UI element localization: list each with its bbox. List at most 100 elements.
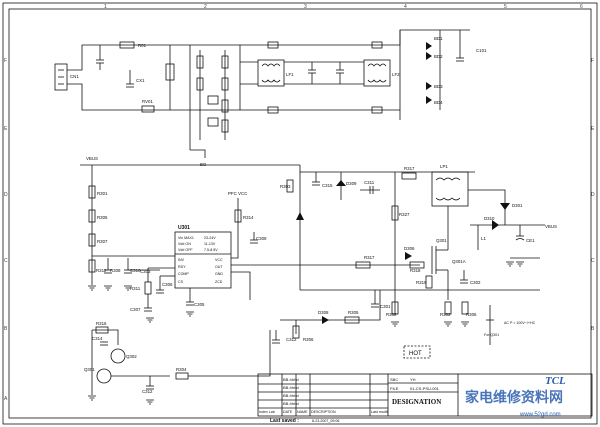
- ref-r308: R308: [110, 268, 121, 273]
- row-label: D: [4, 192, 8, 198]
- ref-r303: R303: [280, 184, 291, 189]
- ref-c311: C311: [364, 180, 375, 185]
- ref-r314: R314: [243, 215, 254, 220]
- col-label: 3: [304, 4, 307, 10]
- ground-symbol: [88, 285, 96, 291]
- tb-row: BB-hhhd: [283, 377, 299, 382]
- transistor-q301: [96, 368, 112, 384]
- pin-out: OUT: [215, 265, 223, 269]
- pfc-ic-u301: [174, 231, 232, 289]
- row-label: F: [4, 58, 7, 64]
- ref-q301a: Q301: [436, 238, 447, 243]
- emi-filter-section: CN1 R01 CX1 RV01 BO LF1: [54, 29, 487, 167]
- ac-connector: [54, 63, 68, 91]
- ref-q-note: For Q301: [484, 333, 499, 337]
- ref-ce1: CE1: [526, 238, 535, 243]
- choke-lf1: [257, 59, 285, 87]
- bridge-diode: [426, 52, 432, 60]
- resistor-r301: [88, 185, 96, 199]
- watermark-url: www.52gd.com: [519, 412, 561, 418]
- ref-lf1: LF1: [286, 72, 294, 77]
- col-label: 1: [104, 4, 107, 10]
- pin-gnd: GND: [215, 272, 223, 276]
- pfc-power-stage: R303 C315 D309 C311 R317 R327 LP1 D301 D…: [272, 164, 557, 345]
- tb-hdr-last: Last modif: [371, 410, 388, 414]
- tb-row: BB-hhhd: [283, 385, 299, 390]
- hot-zone-marker: [403, 345, 431, 359]
- ref-c315: C315: [322, 183, 333, 188]
- col-label: 2: [204, 4, 207, 10]
- ref-r306: R306: [303, 337, 314, 342]
- ref-r317b: R317: [364, 255, 375, 260]
- ref-c309: C309: [256, 236, 267, 241]
- ref-d309: D309: [346, 181, 357, 186]
- row-label: C: [591, 258, 595, 264]
- ref-r1: R01: [138, 43, 147, 48]
- sheet-inner-border: [8, 8, 592, 419]
- tb-sbc-label: SBC: [390, 377, 398, 382]
- ref-r302b: R302: [440, 312, 451, 317]
- ref-bd4: BD4: [434, 100, 443, 105]
- ref-u301: U301: [178, 225, 190, 231]
- pin-cs: CS: [178, 280, 184, 284]
- ref-r302: R302: [386, 312, 397, 317]
- ref-d310: D310: [484, 216, 495, 221]
- tb-sbc-value: YH: [410, 377, 416, 382]
- spec-l2: Vdd ON: [178, 242, 191, 246]
- bridge-diode: [426, 82, 432, 90]
- row-label: A: [4, 396, 8, 402]
- ref-bd2: BD2: [434, 54, 443, 59]
- ref-d306: D306: [404, 246, 415, 251]
- ref-r319: R319: [416, 280, 427, 285]
- title-block: BB-hhhd BB-hhhd BB-hhhd BB-hhhd Index La…: [257, 373, 593, 417]
- row-label: E: [4, 126, 8, 132]
- tb-hdr-name: NAME: [297, 410, 308, 414]
- row-label: F: [591, 58, 594, 64]
- tb-row: BB-hhhd: [283, 393, 299, 398]
- row-label: D: [591, 192, 595, 198]
- ref-c303: C303: [140, 269, 151, 274]
- row-label: B: [591, 326, 595, 332]
- ref-vbus-right: VBUS: [545, 224, 557, 229]
- col-label: 4: [404, 4, 407, 10]
- tb-hdr-desc: DESCRIPTION: [311, 410, 336, 414]
- ref-c301: C301: [380, 304, 391, 309]
- ref-r316: R316: [96, 321, 107, 326]
- ref-r318: R318: [410, 268, 421, 273]
- diode-d308: [322, 316, 329, 324]
- row-label: B: [4, 326, 8, 332]
- ref-bd3: BD3: [434, 84, 443, 89]
- ref-c101: C101: [476, 48, 487, 53]
- choke-lf2: [363, 59, 391, 87]
- tcl-logo: TCL: [545, 375, 566, 387]
- pfc-controller-section: VBUS R301 R305 R307 R312 R308 C310 U301 …: [80, 156, 380, 405]
- ref-r317: R317: [404, 166, 415, 171]
- ref-c314: C314: [92, 336, 103, 341]
- thermistor: [141, 105, 155, 113]
- ref-r311: R311: [130, 286, 141, 291]
- ref-cn: CN1: [70, 74, 79, 79]
- ref-r307: R307: [97, 239, 108, 244]
- ref-c307: C307: [130, 307, 141, 312]
- ref-cx: CX1: [136, 78, 145, 83]
- col-label: 6: [580, 4, 583, 10]
- ref-lf2: LF2: [392, 72, 400, 77]
- spec-v3: 7.5-8.5V: [204, 248, 218, 252]
- ref-r305: R305: [97, 215, 108, 220]
- ref-c312b: C312: [286, 337, 297, 342]
- tb-row: BB-hhhd: [283, 401, 299, 406]
- pin-inv: INV: [178, 258, 185, 262]
- spec-l3: Vdd OFF: [178, 248, 193, 252]
- row-label: C: [4, 258, 8, 264]
- transistor-q302: [110, 348, 126, 364]
- fuse: [119, 41, 135, 49]
- pin-rdy: RDY: [178, 265, 186, 269]
- ref-r305b: R305: [348, 310, 359, 315]
- watermark-text: 家电维修资料网: [465, 389, 563, 406]
- tb-hdr-date: DATE: [283, 410, 293, 414]
- ref-d308: D308: [318, 310, 329, 315]
- ref-d301: D301: [512, 203, 523, 208]
